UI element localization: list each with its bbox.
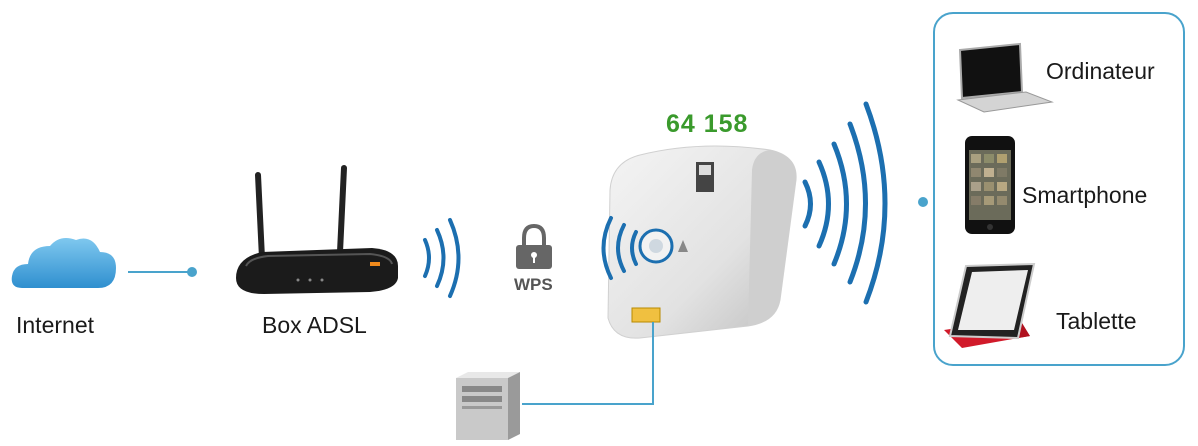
- internet-cloud-icon: [11, 238, 116, 288]
- wps-lock-icon: [516, 223, 552, 269]
- repeater-left-signal-waves: [601, 216, 638, 280]
- adsl-router-icon: [236, 165, 398, 294]
- repeater-right-signal-waves: [802, 101, 888, 305]
- devices-panel: [933, 12, 1185, 366]
- wps-label: WPS: [514, 275, 553, 294]
- box-adsl-label: Box ADSL: [262, 312, 367, 338]
- connector-dot: [187, 267, 197, 277]
- smartphone-label: Smartphone: [1022, 182, 1148, 208]
- router-signal-waves: [423, 218, 461, 298]
- ethernet-line: [522, 322, 654, 405]
- connector-dot: [918, 197, 928, 207]
- model-number: 64 158: [666, 110, 749, 138]
- tablet-icon: [944, 262, 1036, 348]
- wifi-repeater-icon: [607, 145, 797, 339]
- laptop-label: Ordinateur: [1046, 58, 1155, 84]
- tablet-label: Tablette: [1056, 308, 1137, 334]
- desktop-pc-icon: [456, 372, 520, 440]
- smartphone-icon: [965, 136, 1015, 234]
- laptop-icon: [956, 42, 1054, 113]
- internet-label: Internet: [16, 312, 94, 338]
